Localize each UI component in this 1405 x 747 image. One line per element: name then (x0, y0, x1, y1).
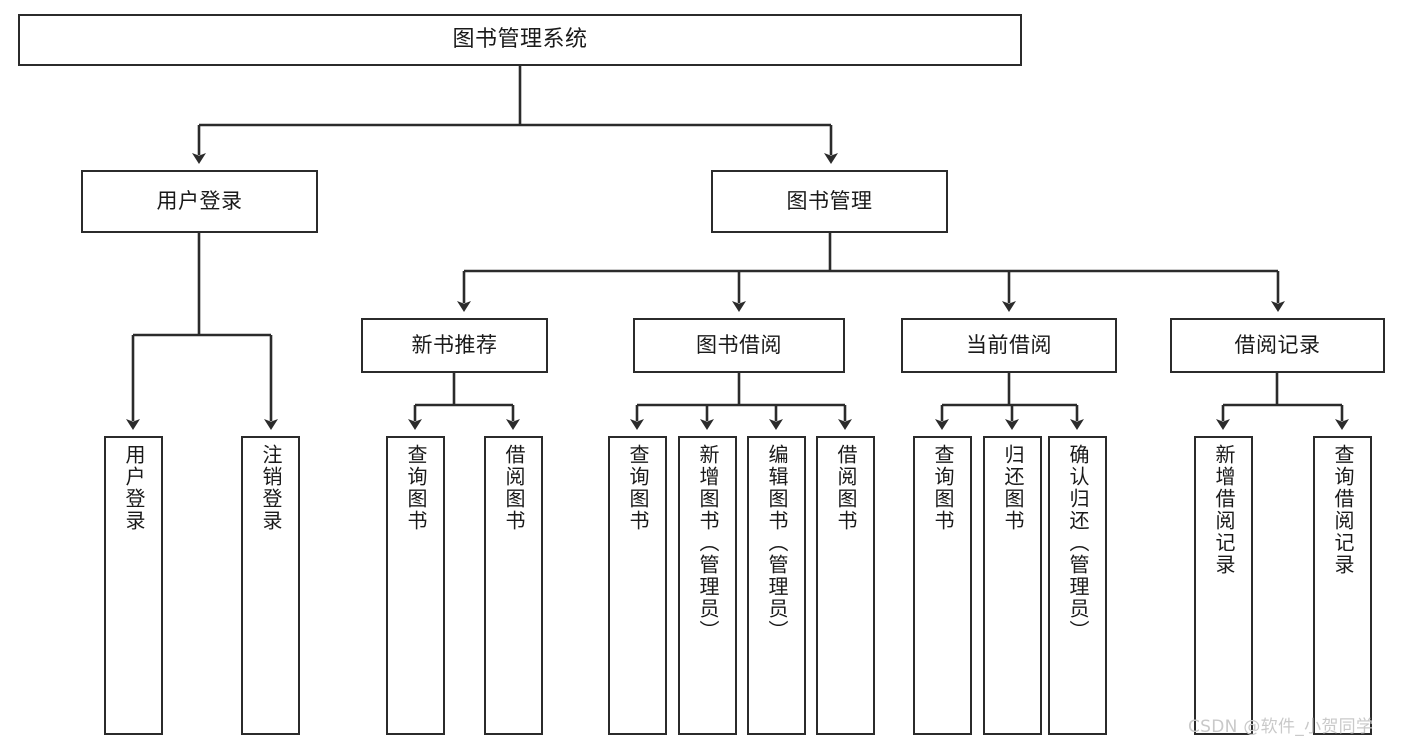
leaf-return-book[interactable]: 归还图书 (983, 436, 1042, 735)
node-label: 注销登录 (259, 444, 283, 532)
node-label: 查询图书 (626, 444, 650, 532)
node-label: 图书借阅 (696, 333, 782, 358)
node-label: 借阅记录 (1234, 333, 1321, 358)
node-label: 图书管理 (786, 189, 873, 214)
leaf-add-borrow-record[interactable]: 新增借阅记录 (1194, 436, 1253, 735)
node-label: 归还图书 (1001, 444, 1025, 532)
node-label: 确认归还（管理员） (1066, 444, 1090, 642)
node-label: 查询图书 (931, 444, 955, 532)
node-new-book-recommend[interactable]: 新书推荐 (361, 318, 548, 373)
leaf-query-borrow-record[interactable]: 查询借阅记录 (1313, 436, 1372, 735)
leaf-confirm-return-admin[interactable]: 确认归还（管理员） (1048, 436, 1107, 735)
node-label: 用户登录 (156, 189, 243, 214)
node-root-system[interactable]: 图书管理系统 (18, 14, 1022, 66)
leaf-query-book-borrow[interactable]: 查询图书 (608, 436, 667, 735)
leaf-query-book-current[interactable]: 查询图书 (913, 436, 972, 735)
node-label: 借阅图书 (502, 444, 526, 532)
csdn-watermark: CSDN @软件_小贺同学 (1188, 717, 1374, 737)
leaf-add-book-admin[interactable]: 新增图书（管理员） (678, 436, 737, 735)
node-label: 用户登录 (122, 444, 146, 532)
node-borrow-record[interactable]: 借阅记录 (1170, 318, 1385, 373)
node-book-management[interactable]: 图书管理 (711, 170, 948, 233)
node-label: 新增图书（管理员） (696, 444, 720, 642)
node-label: 新书推荐 (411, 333, 498, 358)
node-label: 查询借阅记录 (1331, 444, 1355, 576)
leaf-borrow-book[interactable]: 借阅图书 (816, 436, 875, 735)
leaf-query-book-recommend[interactable]: 查询图书 (386, 436, 445, 735)
node-current-borrow[interactable]: 当前借阅 (901, 318, 1117, 373)
node-book-borrow[interactable]: 图书借阅 (633, 318, 845, 373)
node-label: 编辑图书（管理员） (765, 444, 789, 642)
leaf-edit-book-admin[interactable]: 编辑图书（管理员） (747, 436, 806, 735)
node-label: 图书管理系统 (452, 27, 588, 53)
leaf-logout[interactable]: 注销登录 (241, 436, 300, 735)
node-label: 借阅图书 (834, 444, 858, 532)
node-label: 新增借阅记录 (1212, 444, 1236, 576)
node-label: 查询图书 (404, 444, 428, 532)
leaf-borrow-book-recommend[interactable]: 借阅图书 (484, 436, 543, 735)
leaf-user-login[interactable]: 用户登录 (104, 436, 163, 735)
node-label: 当前借阅 (966, 333, 1052, 358)
node-user-login[interactable]: 用户登录 (81, 170, 318, 233)
